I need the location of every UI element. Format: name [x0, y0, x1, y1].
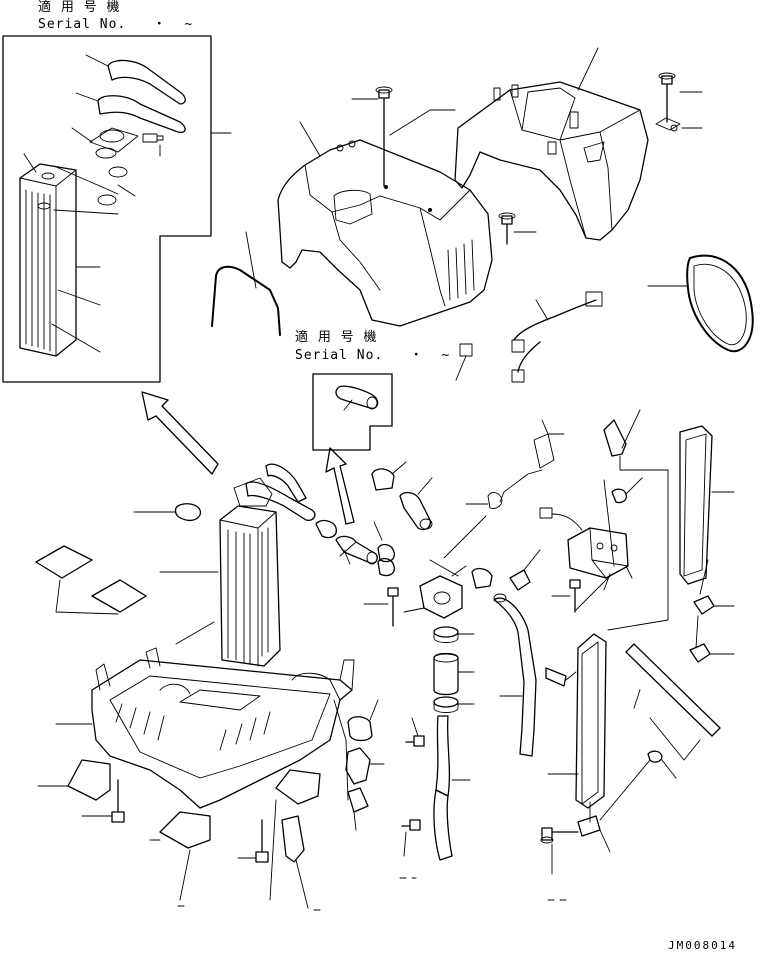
u-bracket-wire [211, 231, 281, 336]
wiring-harness-top [511, 291, 603, 383]
small-clip [455, 343, 473, 381]
seal-ring-right [647, 254, 754, 353]
heater-cover-upper-right [454, 47, 649, 241]
small-tick-marks [177, 877, 567, 911]
bolts-right-top [498, 72, 703, 245]
long-curved-hose [493, 593, 537, 757]
callout-2-applicable-label: 適 用 号 機 [295, 330, 378, 345]
short-hose-vertical [433, 626, 475, 861]
callout-2-serial-label: Serial No. ・ ~ [295, 348, 451, 363]
heater-core-main [159, 463, 316, 667]
bolts-lower-left [81, 779, 277, 901]
water-valve [403, 515, 493, 619]
bolt-valve [363, 587, 399, 627]
sensor-wire [465, 409, 669, 631]
control-rod [625, 643, 721, 761]
rubber-pad [281, 815, 309, 909]
thermostat-unit [539, 477, 643, 613]
callout-1-serial-label: Serial No. ・ ~ [38, 17, 194, 32]
arrow-to-inset-2 [325, 447, 355, 525]
clip-left [133, 503, 202, 522]
sealing-sheets [35, 545, 147, 615]
bolt-bottom-right [540, 750, 677, 875]
heater-case-lower [37, 647, 355, 849]
inset-box-heater-core [2, 35, 232, 383]
clip-right-hose [509, 549, 541, 591]
bolt-top-center [351, 86, 393, 187]
inset-box-tube [312, 373, 393, 451]
arrow-to-inset-1 [141, 391, 219, 475]
hose-clamps-center [315, 461, 433, 577]
heater-cover-upper-left [277, 109, 493, 327]
brackets-lower-center [333, 699, 425, 857]
drawing-code: JM008014 [668, 939, 737, 952]
callout-1-applicable-label: 適 用 号 機 [38, 0, 121, 15]
filter-panel [545, 633, 607, 809]
side-cover-right [679, 425, 735, 663]
